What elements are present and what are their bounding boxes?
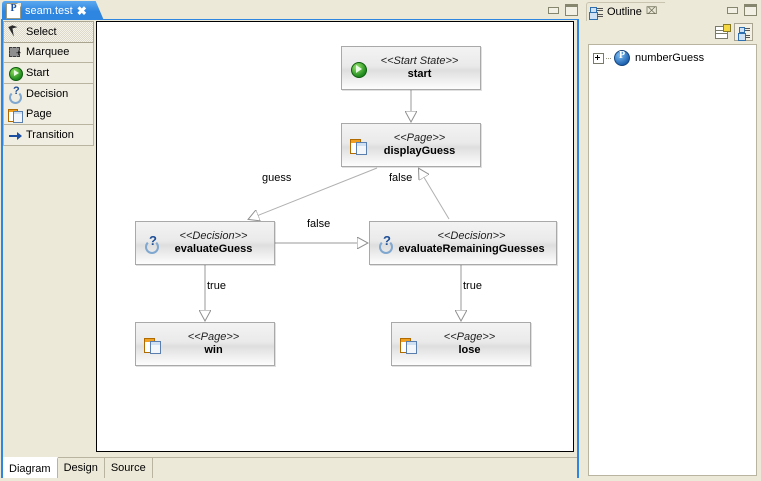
page-icon	[144, 336, 161, 354]
outline-tab-row: Outline	[584, 0, 761, 21]
palette-item-transition[interactable]: Transition	[4, 125, 93, 145]
diagram-node-evaluateguess[interactable]: <<Decision>> evaluateGuess	[135, 221, 275, 265]
diagram-canvas[interactable]: <<Start State>> start <<Page>> displayGu…	[96, 21, 574, 452]
palette-group-start: Start	[3, 62, 94, 83]
node-text: <<Decision>> evaluateGuess	[163, 230, 274, 255]
editor-tab-seam-test[interactable]: seam.test ✖	[2, 1, 93, 20]
page-icon	[8, 107, 23, 123]
view-tab-label: Outline	[607, 6, 642, 18]
diagram-node-displayguess[interactable]: <<Page>> displayGuess	[341, 123, 481, 167]
palette-item-marquee[interactable]: Marquee	[4, 42, 93, 62]
show-tree-button[interactable]	[734, 23, 753, 41]
node-name: evaluateGuess	[174, 243, 253, 255]
diagram-edges	[97, 90, 574, 452]
node-stereotype: <<Page>>	[443, 331, 496, 344]
tree-item-label: numberGuess	[635, 52, 705, 64]
process-definition-icon	[614, 50, 630, 66]
palette-item-label: Transition	[26, 129, 74, 141]
editor-bottom-tabs: Diagram Design Source	[3, 457, 577, 478]
page-icon	[400, 336, 417, 354]
marquee-icon	[8, 45, 23, 60]
node-text: <<Decision>> evaluateRemainingGuesses	[397, 230, 556, 255]
palette: Select Marquee Start Decision	[3, 21, 94, 455]
minimize-icon[interactable]	[547, 4, 560, 16]
tab-design[interactable]: Design	[57, 458, 105, 478]
tab-diagram[interactable]: Diagram	[3, 457, 58, 478]
editor-part: seam.test ✖ Select Marquee	[0, 0, 582, 481]
tab-label: Design	[63, 462, 98, 474]
page-icon	[350, 137, 367, 155]
minimize-icon[interactable]	[726, 4, 739, 16]
palette-item-label: Select	[26, 26, 57, 38]
node-text: <<Page>> displayGuess	[369, 132, 480, 157]
node-text: <<Start State>> start	[369, 55, 480, 80]
editor-window-buttons	[547, 4, 578, 16]
edge-label-true-win: true	[207, 280, 226, 292]
palette-group-nodes: Decision Page	[3, 83, 94, 124]
diagram-node-win[interactable]: <<Page>> win	[135, 322, 275, 366]
edge-label-guess: guess	[262, 172, 292, 184]
tree-icon	[739, 27, 750, 39]
palette-item-page[interactable]: Page	[4, 104, 93, 124]
node-stereotype: <<Decision>>	[437, 230, 506, 243]
palette-group-tools: Select Marquee	[3, 21, 94, 62]
palette-item-start[interactable]: Start	[4, 63, 93, 83]
outline-tree[interactable]: numberGuess	[588, 44, 757, 476]
maximize-icon[interactable]	[565, 4, 578, 16]
tab-source[interactable]: Source	[104, 458, 153, 478]
outline-toolbar	[588, 21, 757, 43]
palette-item-label: Page	[26, 108, 52, 120]
node-name: lose	[458, 344, 481, 356]
palette-item-label: Decision	[26, 88, 69, 100]
start-state-icon	[350, 60, 367, 78]
node-name: displayGuess	[383, 145, 456, 157]
tree-connector-icon	[606, 54, 612, 63]
editor-tab-row: seam.test ✖	[0, 0, 582, 20]
node-name: evaluateRemainingGuesses	[398, 243, 545, 255]
diagram-node-evaluateremainingguesses[interactable]: <<Decision>> evaluateRemainingGuesses	[369, 221, 557, 265]
node-text: <<Page>> win	[163, 331, 274, 356]
palette-group-connections: Transition	[3, 124, 94, 146]
diagram-node-lose[interactable]: <<Page>> lose	[391, 322, 531, 366]
cursor-icon	[8, 25, 23, 40]
edge-label-true-lose: true	[463, 280, 482, 292]
edge-label-false-up: false	[389, 172, 413, 184]
decision-icon	[378, 234, 395, 254]
outline-icon	[590, 6, 603, 19]
view-tab-outline[interactable]: Outline	[586, 2, 662, 21]
node-text: <<Page>> lose	[419, 331, 530, 356]
tab-label: Source	[110, 462, 146, 474]
node-stereotype: <<Page>>	[187, 331, 240, 344]
table-icon	[715, 24, 731, 39]
node-name: win	[204, 344, 223, 356]
outline-view-part: Outline numberGuess	[584, 0, 761, 481]
maximize-icon[interactable]	[744, 4, 757, 16]
show-properties-button[interactable]	[712, 23, 731, 41]
outline-window-buttons	[726, 4, 757, 16]
node-name: start	[407, 68, 432, 80]
start-state-icon	[8, 66, 23, 81]
node-stereotype: <<Page>>	[393, 132, 446, 145]
palette-item-label: Start	[26, 67, 50, 79]
process-file-icon	[6, 2, 21, 19]
edge-label-false-right: false	[307, 218, 331, 230]
expand-icon[interactable]	[593, 52, 604, 64]
close-icon[interactable]: ✖	[76, 3, 87, 18]
palette-item-label: Marquee	[26, 46, 70, 58]
close-icon[interactable]	[646, 7, 656, 17]
decision-icon	[144, 234, 161, 254]
diagram-node-start[interactable]: <<Start State>> start	[341, 46, 481, 90]
palette-item-decision[interactable]: Decision	[4, 84, 93, 104]
tab-label: Diagram	[9, 462, 51, 475]
palette-item-select[interactable]: Select	[3, 21, 94, 43]
node-stereotype: <<Start State>>	[380, 55, 459, 68]
editor-tab-label: seam.test	[25, 4, 73, 17]
decision-icon	[8, 86, 23, 104]
tree-item-numberguess[interactable]: numberGuess	[593, 50, 752, 66]
node-stereotype: <<Decision>>	[179, 230, 248, 243]
transition-arrow-icon	[8, 128, 23, 143]
